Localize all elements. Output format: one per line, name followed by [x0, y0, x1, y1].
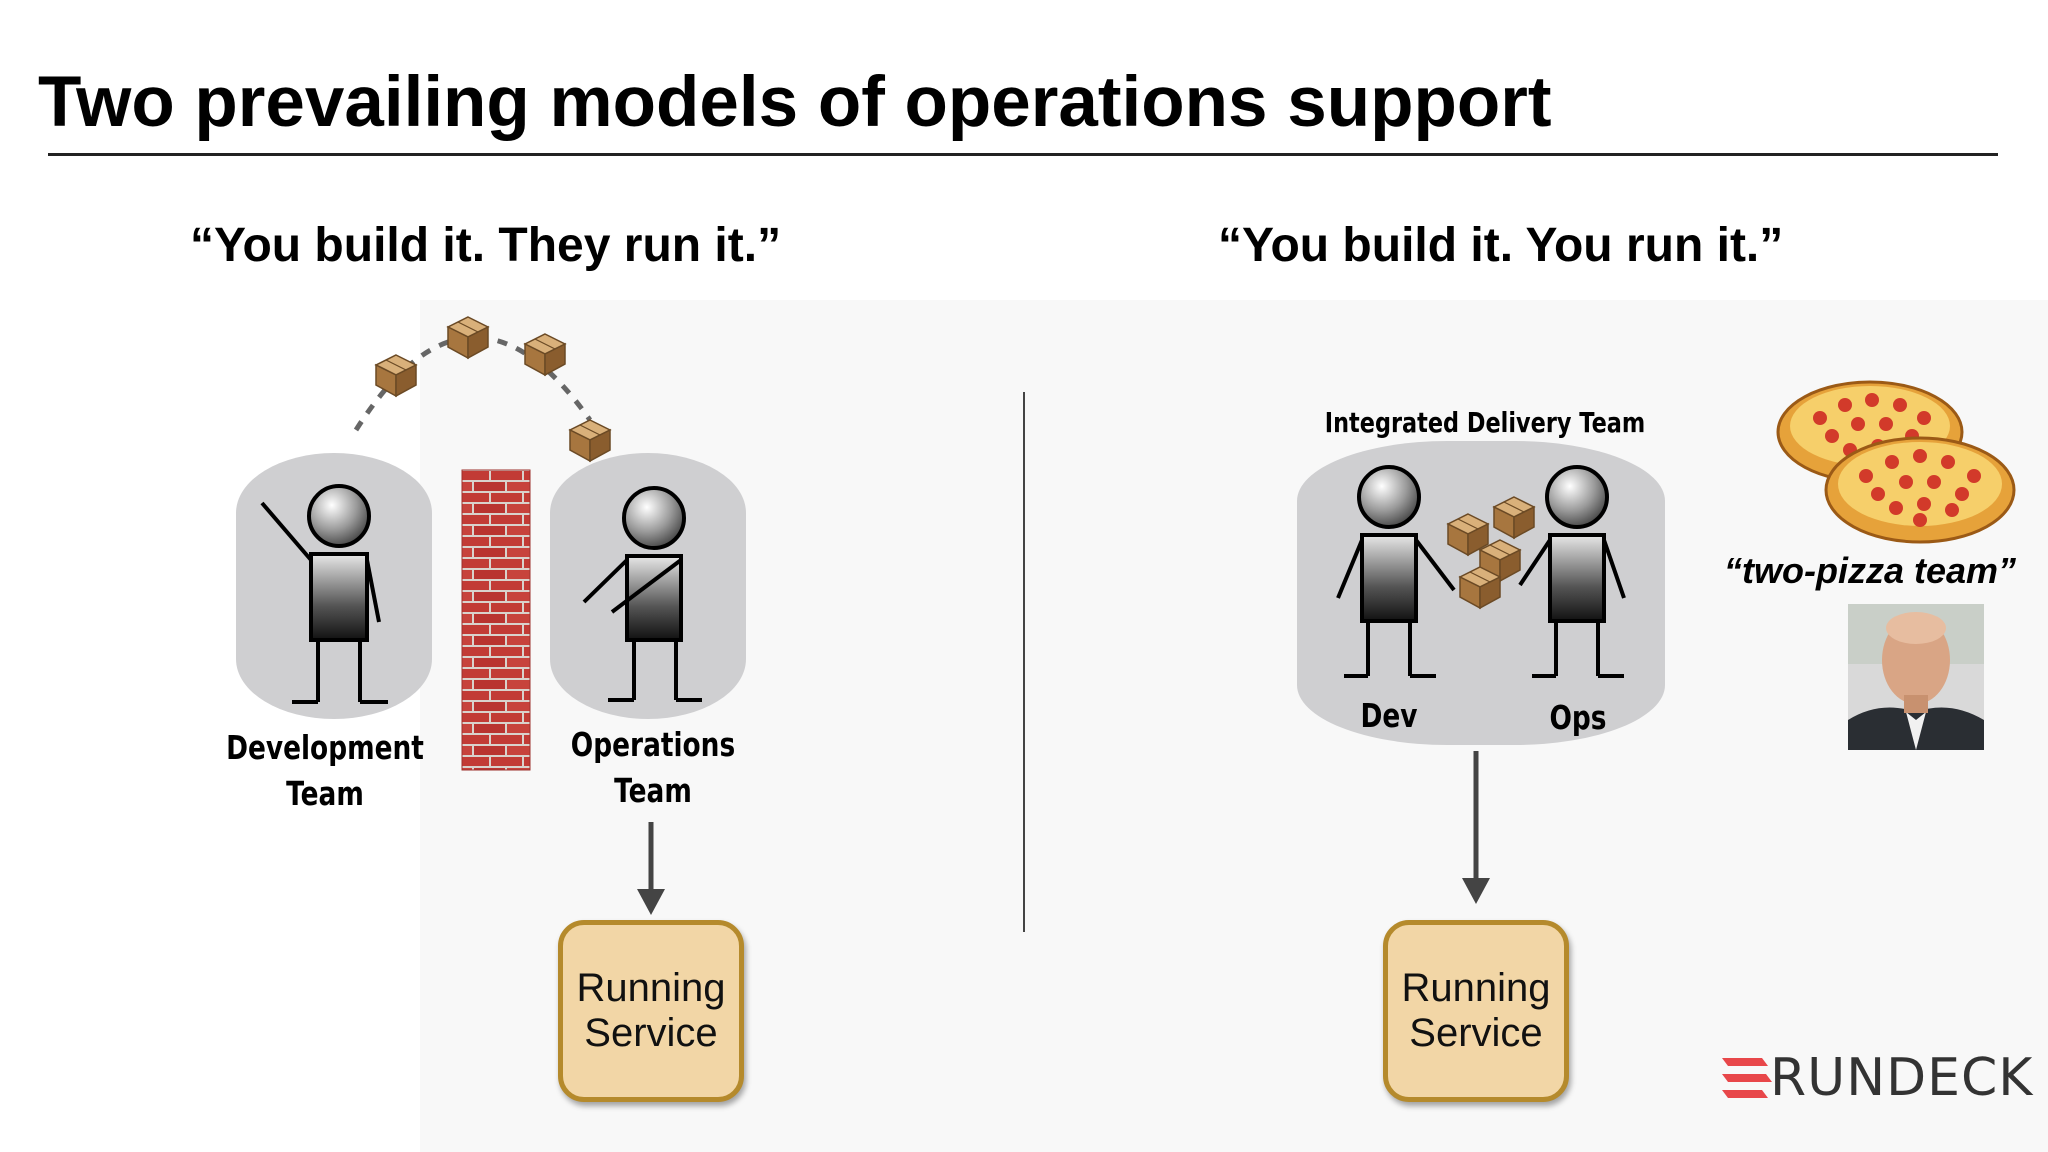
ops-team-label: Operations Team — [553, 722, 753, 814]
portrait-photo — [1848, 604, 1984, 750]
service-line2: Service — [1409, 1011, 1543, 1055]
dev-team-label: Development Team — [225, 725, 425, 817]
dev-team-label-line2: Team — [286, 774, 364, 813]
brick-wall — [461, 469, 531, 771]
service-line2: Service — [584, 1011, 718, 1055]
slide-title: Two prevailing models of operations supp… — [38, 63, 1552, 142]
dev-label: Dev — [1360, 696, 1418, 735]
rundeck-logo: RUNDECK — [1718, 1048, 2033, 1108]
running-service-box-left: Running Service — [558, 920, 744, 1102]
dev-figure-right — [1336, 465, 1456, 678]
center-divider — [1023, 392, 1025, 932]
dev-stick-figure — [260, 484, 388, 704]
integrated-team-label: Integrated Delivery Team — [1324, 406, 1646, 439]
package-icon — [524, 333, 566, 376]
service-line1: Running — [1401, 966, 1551, 1010]
left-arrow-head — [637, 889, 665, 915]
service-line1: Running — [576, 966, 726, 1010]
two-pizza-caption: “two-pizza team” — [1724, 550, 2017, 591]
right-heading: “You build it. You run it.” — [1218, 219, 1784, 272]
ops-team-label-line2: Team — [614, 771, 692, 810]
title-underline — [48, 153, 1998, 156]
dev-team-label-line1: Development — [226, 728, 424, 767]
left-heading: “You build it. They run it.” — [190, 219, 782, 272]
package-icon — [447, 316, 489, 359]
ops-label: Ops — [1549, 698, 1607, 737]
pizza-icon — [1824, 436, 2016, 544]
ops-stick-figure — [582, 486, 702, 702]
ops-team-label-line1: Operations — [570, 725, 736, 764]
rundeck-logo-mark — [1722, 1058, 1772, 1098]
package-icon — [569, 419, 611, 462]
ops-figure-right — [1518, 465, 1626, 678]
right-arrow-head — [1462, 878, 1490, 904]
running-service-box-right: Running Service — [1383, 920, 1569, 1102]
rundeck-logo-text: RUNDECK — [1770, 1048, 2034, 1108]
